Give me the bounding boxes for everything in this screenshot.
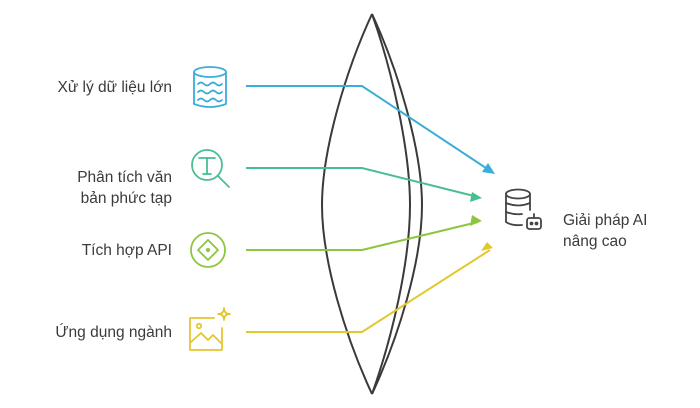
input-label-api-integration: Tích hợp API bbox=[2, 240, 172, 261]
lens-mid-edge bbox=[371, 13, 412, 395]
lens-back-edge bbox=[371, 13, 424, 395]
image-sparkle-icon bbox=[189, 307, 231, 351]
arrowhead-text-analysis bbox=[470, 192, 482, 202]
arrowhead-api-integration bbox=[470, 215, 482, 226]
text-search-icon bbox=[191, 149, 230, 188]
input-label-industry-apps: Ứng dụng ngành bbox=[2, 322, 172, 343]
connector-line-text-analysis bbox=[246, 167, 479, 198]
arrowheads bbox=[470, 163, 495, 251]
input-label-data-processing: Xử lý dữ liệu lớn bbox=[2, 77, 173, 98]
input-label-text-analysis: Phân tích văn bản phức tạp bbox=[2, 146, 172, 209]
database-bot-icon bbox=[505, 188, 542, 230]
api-integration-icon bbox=[190, 232, 226, 268]
connector-lines bbox=[246, 85, 493, 333]
connector-line-data-processing bbox=[246, 85, 493, 173]
input-label-text: Tích hợp API bbox=[81, 242, 172, 259]
lens bbox=[320, 13, 424, 395]
arrowhead-data-processing bbox=[482, 163, 495, 174]
output-label-text: Giải pháp AI nâng cao bbox=[563, 212, 648, 250]
input-label-text: Ứng dụng ngành bbox=[55, 324, 172, 341]
input-label-text: Xử lý dữ liệu lớn bbox=[57, 79, 173, 96]
output-label: Giải pháp AI nâng cao bbox=[563, 189, 693, 252]
input-label-text: Phân tích văn bản phức tạp bbox=[77, 169, 172, 207]
connector-line-api-integration bbox=[246, 221, 479, 251]
connector-line-industry-apps bbox=[246, 249, 491, 333]
database-waves-icon bbox=[193, 66, 227, 108]
arrowhead-industry-apps bbox=[481, 242, 493, 251]
lens-front-edge bbox=[320, 13, 373, 395]
